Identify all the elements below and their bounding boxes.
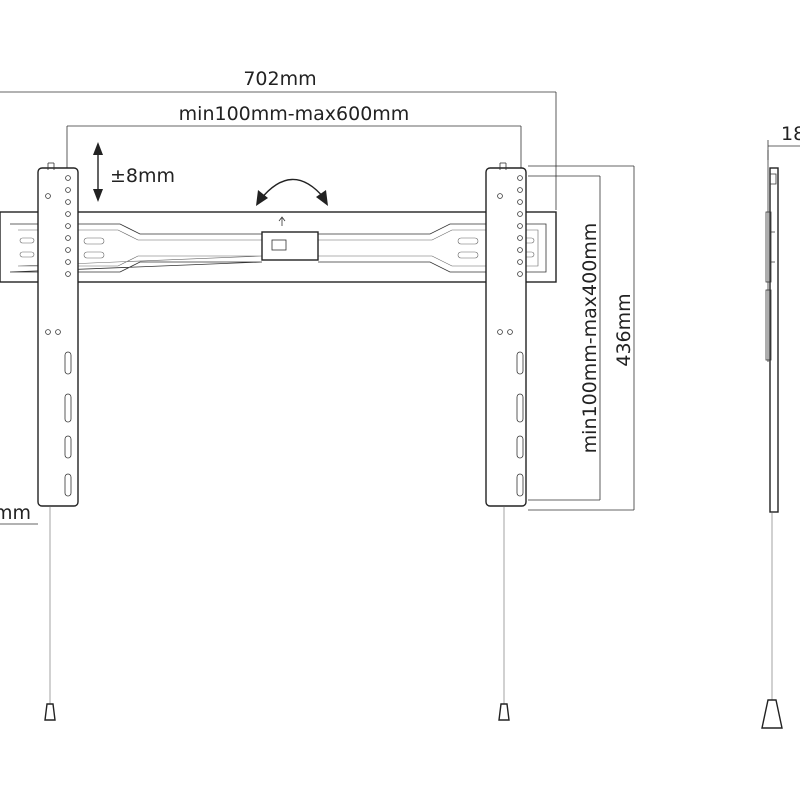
right-arm (485, 162, 527, 507)
pull-cords (44, 506, 510, 721)
left-arm (37, 162, 79, 507)
tilt-label: ±8mm (110, 165, 175, 187)
wall-plate (0, 211, 557, 283)
bottom-left-label: mm (0, 502, 31, 524)
bracket-height-dimension: 436mm (528, 165, 635, 511)
vesa-vertical-label: min100mm-max400mm (579, 223, 601, 454)
rotation-arrow-icon (256, 178, 328, 206)
tilt-arrow: ±8mm (93, 142, 175, 202)
vesa-vertical-dimension: min100mm-max400mm (528, 175, 601, 501)
side-view: 18 (761, 123, 800, 729)
bracket-height-label: 436mm (613, 293, 635, 366)
total-width-label: 702mm (243, 68, 316, 90)
total-width-dimension: 702mm (0, 68, 557, 210)
vesa-horizontal-label: min100mm-max600mm (179, 103, 410, 125)
wall-distance-label: 18 (781, 123, 800, 145)
center-lock-box (261, 231, 319, 261)
vesa-horizontal-dimension: min100mm-max600mm (66, 103, 522, 168)
bottom-left-dimension: mm (0, 502, 38, 525)
